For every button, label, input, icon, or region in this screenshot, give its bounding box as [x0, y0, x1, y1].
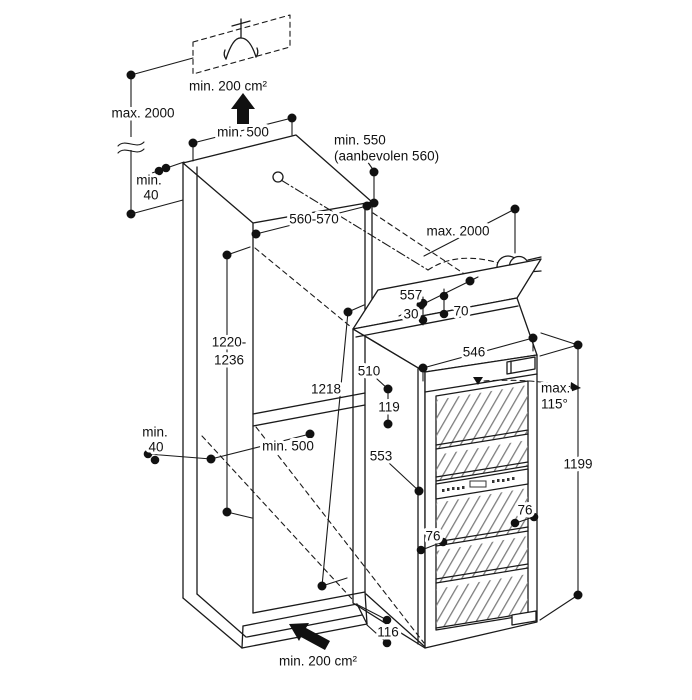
appliance-base-foot [511, 610, 537, 626]
bottom-vent [289, 623, 330, 650]
airflow-icon [223, 18, 259, 60]
label-max2000-right: max. 2000 [426, 224, 489, 239]
top-vent-cutout [130, 14, 291, 124]
door-handle [506, 356, 536, 375]
label-max2000-left: max. 2000 [111, 106, 174, 121]
label-76-right: 76 [517, 503, 532, 518]
label-niche-width: 560-570 [289, 212, 339, 227]
cable-outlet-circle-icon [272, 171, 284, 183]
label-dim-553: 553 [370, 449, 393, 464]
labels-layer: min. 200 cm² max. 2000 min. 40 min. 500 … [108, 76, 595, 672]
floor-line [365, 593, 425, 647]
label-dim-119: 119 [378, 400, 400, 415]
wine-racks [435, 385, 529, 629]
label-min500-top: min. 500 [217, 125, 269, 140]
label-offset-30: 30 [403, 307, 418, 322]
label-min40-top-1: min. [136, 173, 162, 188]
label-min550-2: (aanbevolen 560) [334, 149, 439, 164]
label-vent-bottom: min. 200 cm² [279, 654, 358, 669]
socket-height-dimension-left [117, 70, 184, 219]
label-angle-1: max. [541, 381, 570, 396]
vent-arrow-plinth-icon [289, 623, 330, 650]
projection-lines [201, 171, 470, 644]
label-depth-557: 557 [400, 288, 423, 303]
label-niche-height-2: 1236 [214, 353, 244, 368]
door-swing-arrow-icon [483, 379, 573, 388]
label-dim-510: 510 [358, 364, 381, 379]
vent-area-dashed-box [192, 14, 291, 75]
appliance-dimensions [357, 276, 583, 648]
label-min40-mid-1: min. [142, 425, 168, 440]
label-width-546: 546 [463, 345, 486, 360]
vent-leader-line [130, 57, 194, 76]
label-niche-height-1: 1220- [212, 335, 247, 350]
control-panel [435, 468, 529, 500]
door-hinge-marker-icon [473, 377, 483, 385]
label-116: 116 [377, 625, 399, 640]
niche-dimensions [143, 113, 379, 591]
label-min40-mid-2: 40 [148, 440, 163, 455]
label-min550-1: min. 550 [334, 133, 386, 148]
label-min500-mid: min. 500 [262, 439, 314, 454]
label-height-1199: 1199 [563, 457, 592, 472]
label-angle-2: 115° [541, 397, 568, 412]
label-76-left: 76 [425, 529, 440, 544]
label-vent-top: min. 200 cm² [189, 79, 268, 94]
power-cable-curve [427, 257, 503, 271]
label-offset-70: 70 [453, 304, 468, 319]
label-inner-height: 1218 [311, 382, 341, 397]
label-min40-top-2: 40 [143, 188, 158, 203]
vent-arrow-up-icon [231, 93, 255, 124]
